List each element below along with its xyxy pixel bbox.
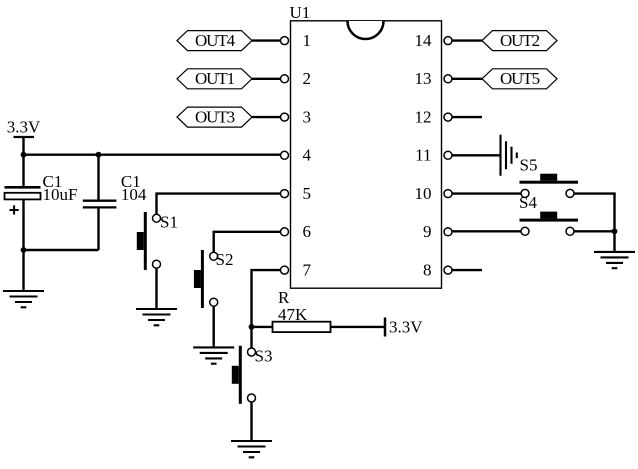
svg-text:10: 10 <box>415 184 432 203</box>
svg-text:1: 1 <box>303 31 312 50</box>
svg-text:14: 14 <box>415 31 433 50</box>
svg-text:8: 8 <box>423 260 432 279</box>
svg-text:2: 2 <box>303 69 312 88</box>
svg-text:12: 12 <box>415 107 432 126</box>
svg-text:7: 7 <box>303 260 312 279</box>
svg-text:3.3V: 3.3V <box>7 117 41 136</box>
svg-text:C1: C1 <box>43 172 63 191</box>
svg-text:OUT5: OUT5 <box>500 69 540 88</box>
svg-text:47K: 47K <box>278 305 308 324</box>
svg-text:OUT2: OUT2 <box>500 31 540 50</box>
svg-text:6: 6 <box>303 222 312 241</box>
svg-text:S4: S4 <box>519 193 537 212</box>
svg-text:13: 13 <box>415 69 432 88</box>
svg-text:OUT3: OUT3 <box>195 107 235 126</box>
svg-text:10uF: 10uF <box>43 185 78 204</box>
svg-text:OUT1: OUT1 <box>195 69 235 88</box>
svg-text:U1: U1 <box>290 3 311 22</box>
svg-text:104: 104 <box>121 185 147 204</box>
svg-text:R: R <box>278 288 290 307</box>
svg-text:9: 9 <box>423 222 432 241</box>
svg-text:S2: S2 <box>216 250 234 269</box>
svg-text:S3: S3 <box>255 347 273 366</box>
svg-text:3: 3 <box>303 107 312 126</box>
svg-text:4: 4 <box>303 146 312 165</box>
svg-text:S1: S1 <box>160 212 178 231</box>
svg-text:OUT4: OUT4 <box>195 31 236 50</box>
svg-text:S5: S5 <box>520 156 538 175</box>
svg-text:5: 5 <box>303 184 312 203</box>
svg-text:3.3V: 3.3V <box>389 317 423 336</box>
svg-text:11: 11 <box>415 146 431 165</box>
svg-text:C1: C1 <box>121 172 141 191</box>
